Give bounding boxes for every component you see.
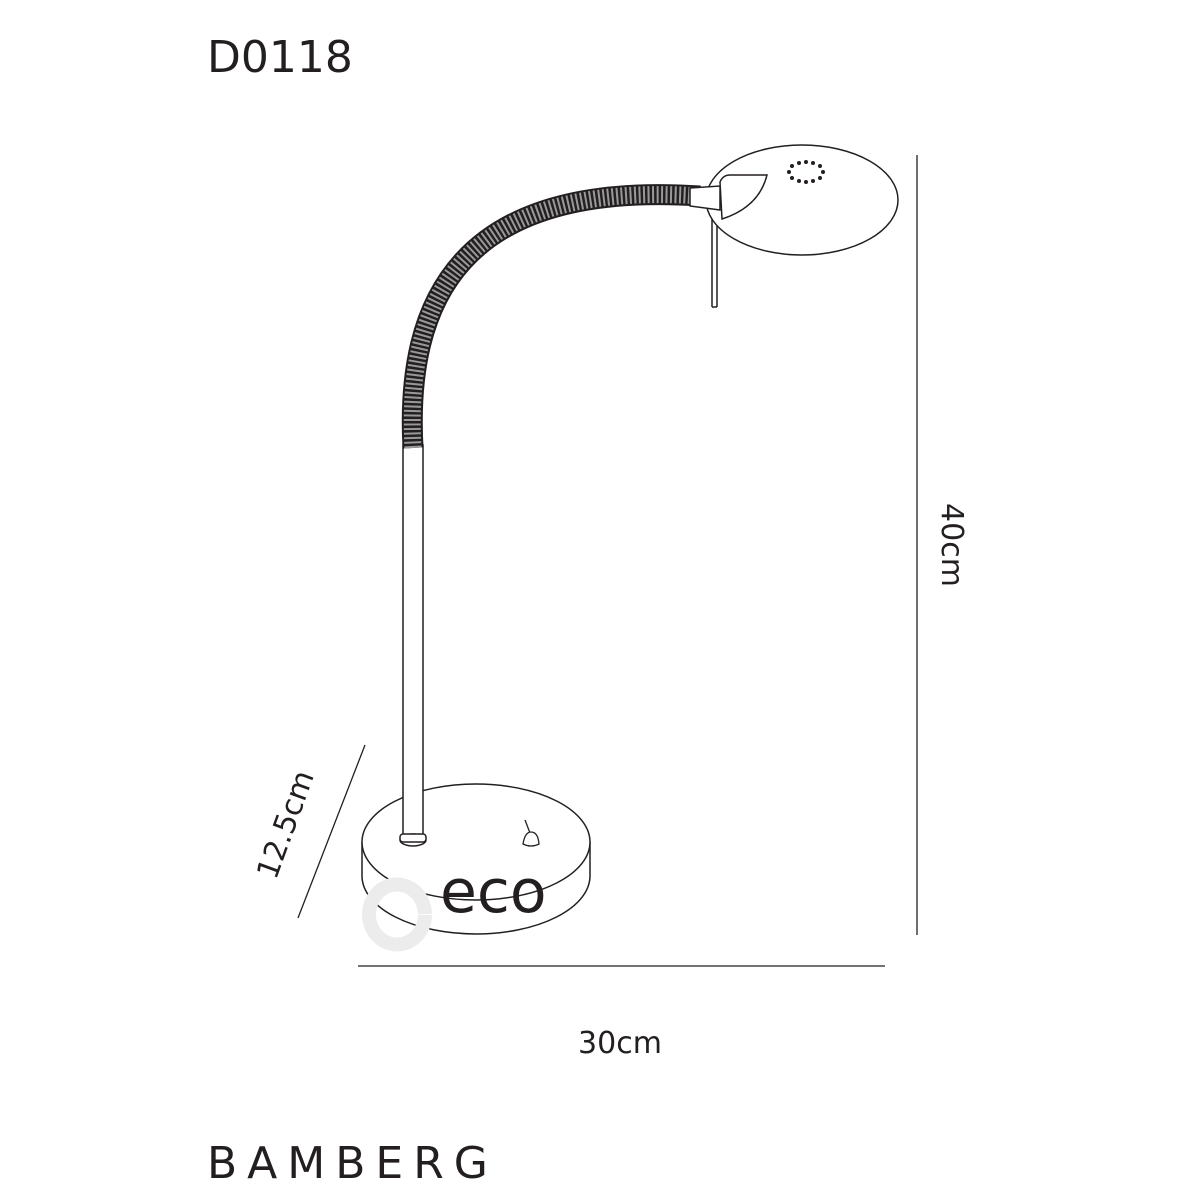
product-name: BAMBERG bbox=[207, 1138, 498, 1189]
led-ring-icon bbox=[787, 160, 825, 184]
width-label: 30cm bbox=[578, 1026, 662, 1061]
watermark-logo: eco bbox=[362, 857, 547, 952]
base-diameter-label: 12.5cm bbox=[250, 766, 321, 884]
lamp-head bbox=[689, 144, 899, 308]
lamp-stem bbox=[399, 444, 427, 847]
switch-icon bbox=[522, 819, 540, 847]
svg-text:eco: eco bbox=[440, 857, 547, 927]
height-label: 40cm bbox=[934, 503, 969, 587]
base-dimension-line bbox=[297, 744, 366, 919]
gooseneck-arm bbox=[401, 184, 701, 449]
product-code: D0118 bbox=[207, 32, 353, 83]
